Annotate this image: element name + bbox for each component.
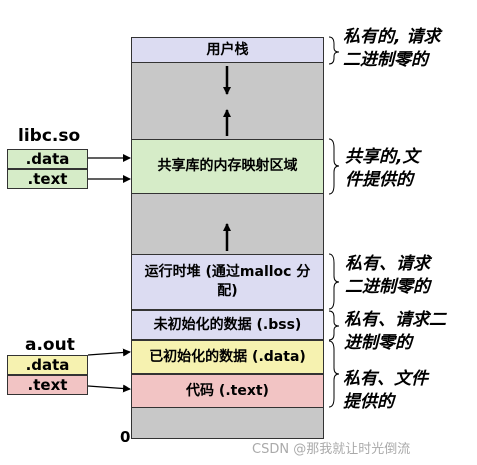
stack-note: 私有的, 请求 二进制零的 (343, 26, 440, 72)
text-note: 私有、文件 提供的 (343, 368, 428, 414)
libc-text-section: .text (7, 169, 88, 189)
heap-note-line1: 私有、请求 (345, 254, 430, 274)
text-note-line2: 提供的 (343, 391, 394, 412)
stack-note-line1: 私有的, 请求 (343, 27, 441, 47)
heap-note: 私有、请求 二进制零的 (345, 253, 430, 299)
heap-note-line2: 二进制零的 (345, 276, 430, 297)
shared-library-region: 共享库的内存映射区域 (131, 139, 324, 194)
aout-data-map-arrow (87, 348, 131, 357)
runtime-heap-segment: 运行时堆 (通过malloc 分配) (131, 254, 324, 310)
heap-brace (328, 253, 340, 310)
bss-note: 私有、请求二 进制零的 (344, 309, 446, 355)
user-stack-segment: 用户栈 (131, 37, 324, 63)
aout-data-section: .data (7, 355, 88, 375)
aout-text-map-arrow (87, 384, 131, 393)
shared-note-line2: 件提供的 (345, 169, 413, 190)
bss-note-line1: 私有、请求二 (344, 310, 446, 330)
bss-note-line2: 进制零的 (344, 332, 412, 353)
shared-brace (328, 138, 340, 195)
aout-title: a.out (25, 335, 75, 355)
shared-note: 共享的,文 件提供的 (345, 146, 419, 192)
libc-title: libc.so (18, 126, 81, 146)
bottom-address-label: 0 (120, 428, 131, 446)
watermark: CSDN @那我就让时光倒流 (252, 442, 411, 457)
shared-note-line1: 共享的,文 (345, 147, 420, 167)
stack-note-line2: 二进制零的 (343, 49, 428, 70)
bss-segment: 未初始化的数据 (.bss) (131, 310, 324, 340)
stack-brace (328, 36, 340, 65)
data-text-brace (328, 340, 340, 408)
aout-text-section: .text (7, 375, 88, 395)
text-note-line1: 私有、文件 (343, 369, 428, 389)
text-segment: 代码 (.text) (131, 374, 324, 408)
libc-data-section: .data (7, 149, 88, 169)
bss-brace (328, 310, 340, 341)
data-segment: 已初始化的数据 (.data) (131, 340, 324, 374)
